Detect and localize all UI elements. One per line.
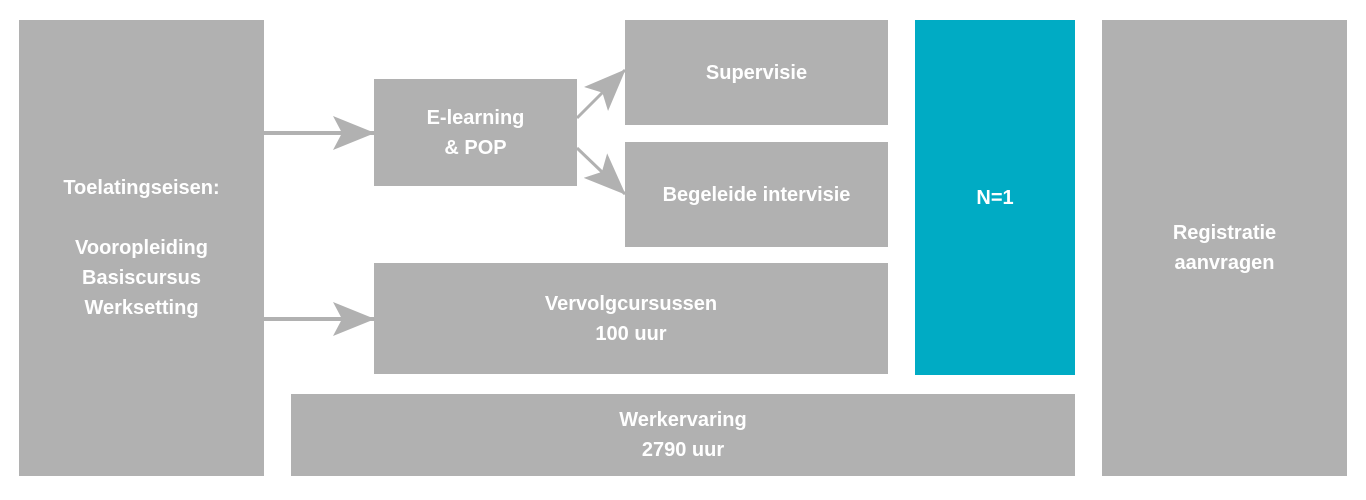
admission-title: Toelatingseisen: [63, 177, 220, 199]
registration-box: Registratie aanvragen [1102, 20, 1347, 476]
admission-item: Werksetting [84, 297, 199, 319]
experience-line1: Werkervaring [619, 409, 747, 431]
intervision-label: Begeleide intervisie [662, 183, 851, 206]
elearning-line2: & POP [444, 136, 507, 159]
courses-line2: 100 uur [595, 322, 667, 345]
supervision-box: Supervisie [625, 20, 888, 125]
n1-label: N=1 [976, 186, 1014, 209]
registration-line1: Registratie [1172, 222, 1277, 244]
admission-item: Basiscursus [82, 267, 201, 289]
arrow-elearning-to-intervision [575, 146, 627, 196]
work-experience-box: Werkervaring 2790 uur [291, 394, 1075, 476]
n1-box: N=1 [915, 20, 1075, 375]
courses-line1: Vervolgcursussen [544, 292, 718, 315]
admission-item: Vooropleiding [75, 237, 208, 259]
supervision-label: Supervisie [705, 61, 808, 84]
admission-requirements-box: Toelatingseisen: Vooropleiding Basiscurs… [19, 20, 264, 476]
elearning-line1: E-learning [426, 106, 525, 129]
arrow-elearning-to-supervision [575, 68, 627, 120]
intervision-box: Begeleide intervisie [625, 142, 888, 247]
elearning-box: E-learning & POP [374, 79, 577, 186]
experience-line2: 2790 uur [641, 439, 725, 461]
registration-line2: aanvragen [1174, 252, 1275, 274]
courses-box: Vervolgcursussen 100 uur [374, 263, 888, 374]
